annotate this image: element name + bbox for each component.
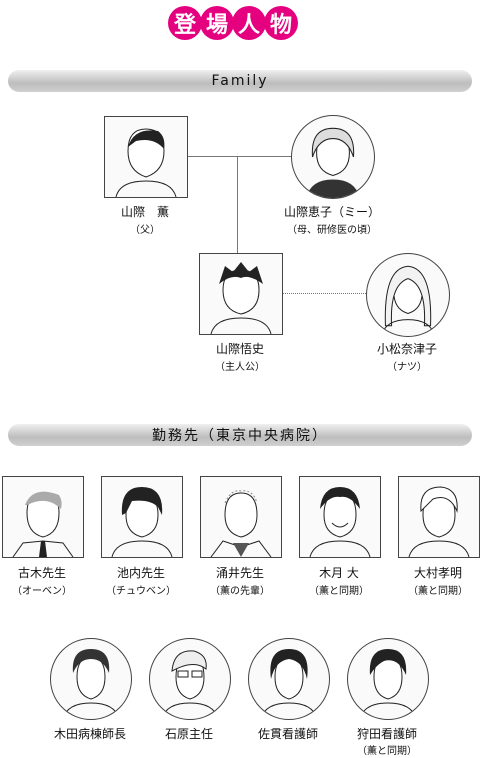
portrait-ishihara <box>149 638 231 720</box>
character-name: 山際 薫 <box>120 205 169 219</box>
portrait-kida <box>50 638 132 720</box>
male-face-icon <box>309 487 371 557</box>
female-face-icon <box>62 649 120 719</box>
character-name: 池内先生 <box>116 566 165 580</box>
portrait-wakui <box>200 476 282 558</box>
male-face-icon <box>161 650 219 719</box>
character-name: 木月 大 <box>319 566 359 580</box>
title-char: 人 <box>232 6 266 40</box>
portrait-kizuki <box>299 476 381 558</box>
portrait-karita <box>347 638 429 720</box>
female-face-icon <box>380 265 436 336</box>
character-note: （父） <box>130 225 160 236</box>
male-face-icon <box>115 128 177 197</box>
portrait-natsuko <box>366 253 450 337</box>
connector-line <box>237 156 238 254</box>
female-face-icon <box>260 649 318 719</box>
page-title: 登 場 人 物 <box>168 6 306 42</box>
character-note: （薫と同期） <box>309 586 369 597</box>
male-face-icon <box>408 486 470 557</box>
character-note: （母、研修医の頃） <box>287 225 377 236</box>
title-char: 場 <box>200 6 234 40</box>
male-face-icon <box>12 491 74 557</box>
family-section-banner: Family <box>8 70 472 92</box>
portrait-sanuki <box>248 638 330 720</box>
character-name: 小松奈津子 <box>376 342 437 356</box>
title-char: 登 <box>168 6 202 40</box>
character-note: （ナツ） <box>387 362 427 373</box>
character-name: 木田病棟師長 <box>53 727 126 741</box>
character-name: 石原主任 <box>164 727 213 741</box>
portrait-ikeuchi <box>101 476 183 558</box>
portrait-satoshi <box>199 253 283 335</box>
character-name: 山際悟史 <box>215 342 264 356</box>
character-name: 古木先生 <box>17 566 66 580</box>
portrait-kaoru <box>104 116 188 198</box>
portrait-furuki <box>2 476 84 558</box>
character-note: （薫と同期） <box>357 746 417 757</box>
workplace-section-banner: 勤務先（東京中央病院） <box>8 424 472 446</box>
character-name: 狩田看護師 <box>356 727 417 741</box>
dotted-connector <box>280 293 368 294</box>
character-note: （オーベン） <box>12 586 72 597</box>
character-note: （チュウベン） <box>106 586 176 597</box>
female-face-icon <box>306 127 360 198</box>
connector-line <box>186 156 292 157</box>
character-note: （薫と同期） <box>408 586 468 597</box>
character-name: 涌井先生 <box>215 566 264 580</box>
female-face-icon <box>359 649 417 719</box>
portrait-omura <box>398 476 480 558</box>
character-name: 佐貫看護師 <box>257 727 318 741</box>
male-face-icon <box>111 487 173 557</box>
character-note: （主人公） <box>215 362 265 373</box>
portrait-keiko <box>291 115 375 199</box>
character-name: 大村孝明 <box>413 566 462 580</box>
character-name: 山際恵子（ミー） <box>283 205 380 219</box>
character-note: （薫の先輩） <box>210 586 270 597</box>
title-char: 物 <box>264 6 298 40</box>
male-face-icon <box>210 262 272 334</box>
male-face-icon <box>210 490 272 557</box>
